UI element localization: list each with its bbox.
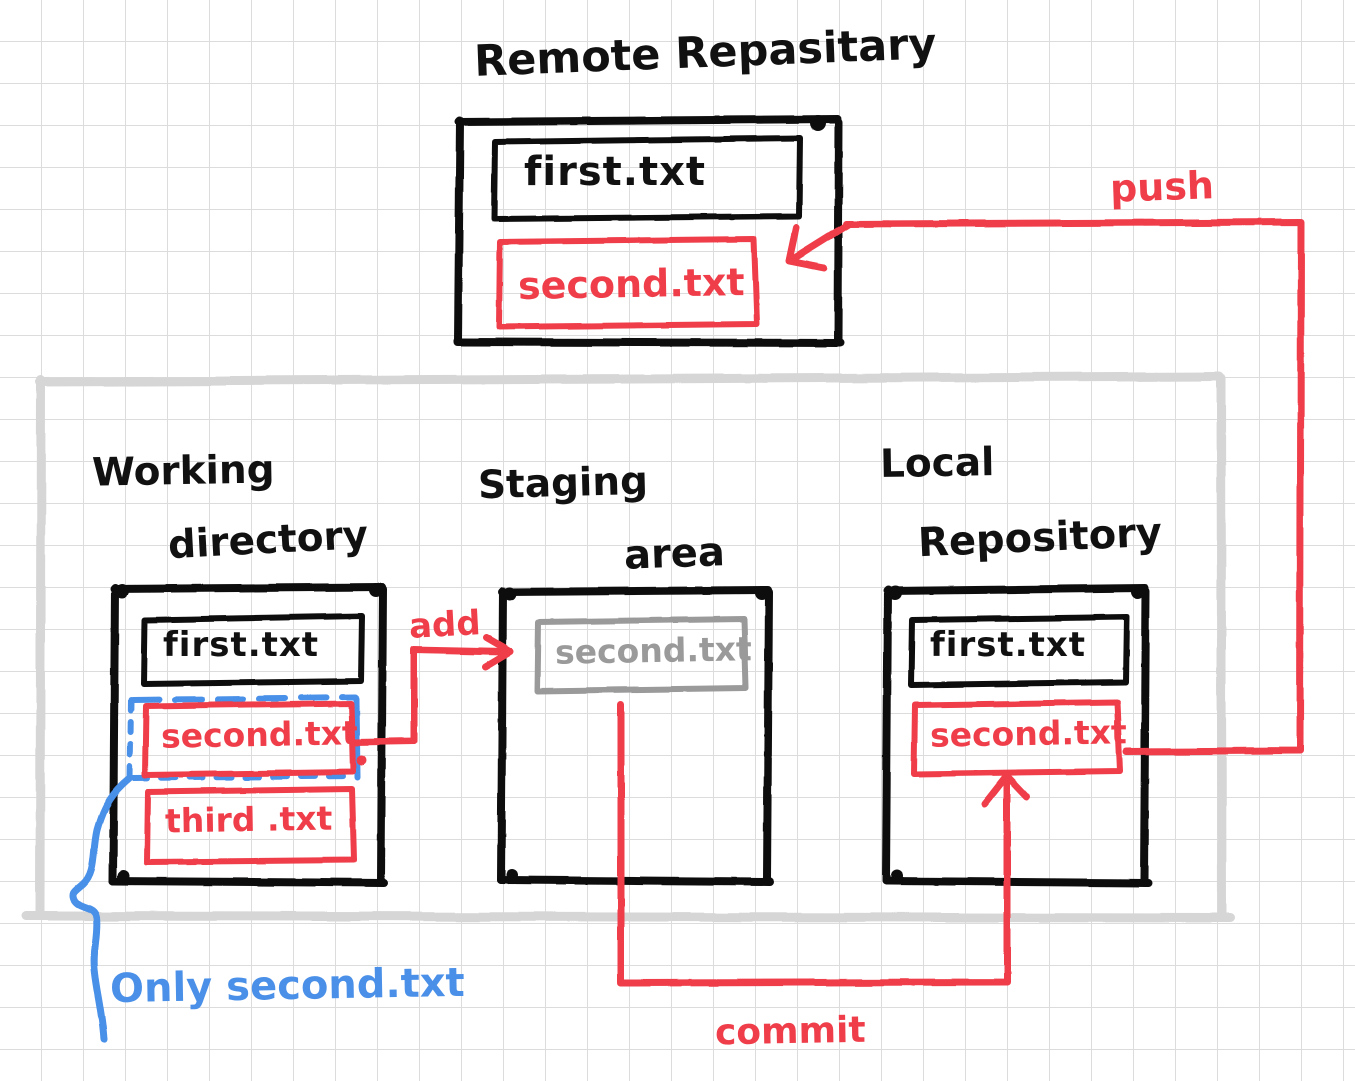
wd-file-third-txt-box xyxy=(144,786,357,865)
local-repository-box xyxy=(882,584,1152,887)
wd-file-second-txt-box xyxy=(142,700,356,778)
remote-repository-box xyxy=(454,115,844,347)
only-second-brace xyxy=(68,774,134,1044)
add-arrow xyxy=(350,634,514,765)
commit-arrow xyxy=(617,701,1031,987)
lr-file-second-txt-box xyxy=(911,699,1123,777)
local-machine-container xyxy=(21,371,1236,923)
working-directory-box xyxy=(109,583,388,887)
remote-file-second-txt-box xyxy=(496,236,760,330)
remote-file-first-txt-box xyxy=(491,135,803,222)
lr-file-first-txt-box xyxy=(908,614,1130,688)
staging-file-second-txt-box xyxy=(534,616,749,694)
push-arrow xyxy=(785,218,1305,756)
wd-file-first-txt-box xyxy=(141,613,365,687)
staging-area-box xyxy=(497,586,774,886)
wd-file-second-txt-highlight xyxy=(127,694,361,782)
